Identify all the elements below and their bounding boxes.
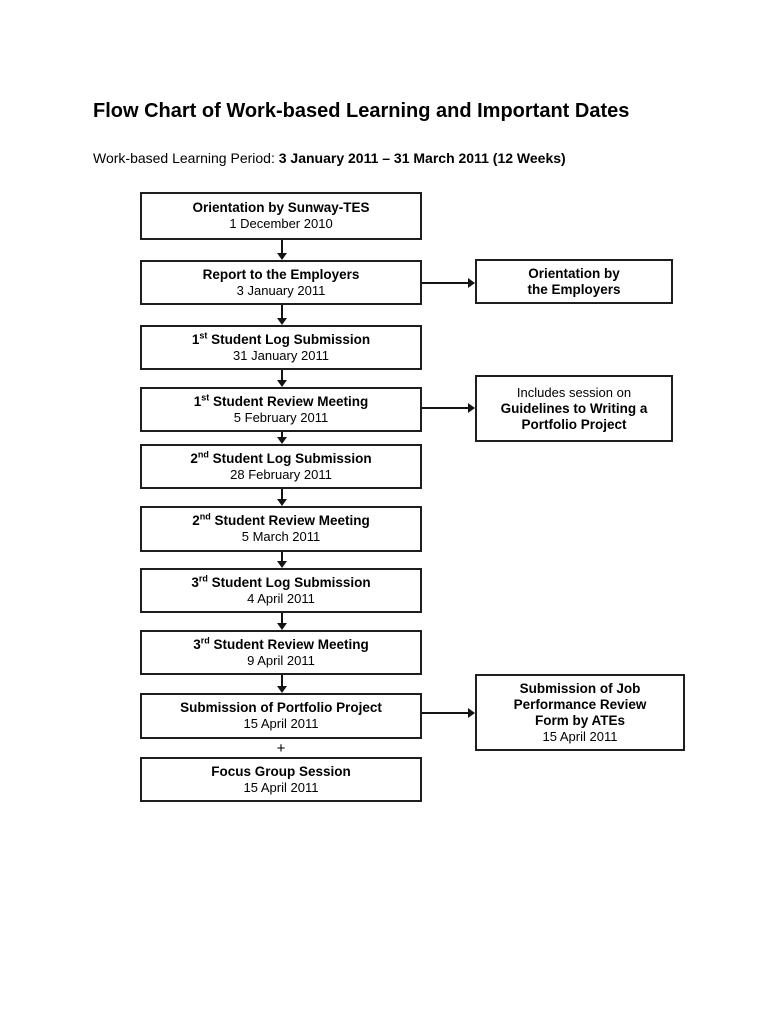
- arrow-shaft: [281, 552, 283, 561]
- arrow-shaft: [422, 282, 468, 284]
- step-title: Focus Group Session: [211, 763, 351, 779]
- side-note-date: 15 April 2011: [542, 728, 618, 744]
- side-note-line: Performance Review: [513, 696, 647, 712]
- learning-period-line: Work-based Learning Period: 3 January 20…: [93, 150, 566, 166]
- arrow-head: [277, 686, 287, 693]
- arrow-head: [468, 403, 475, 413]
- learning-period-value: 3 January 2011 – 31 March 2011 (12 Weeks…: [278, 150, 566, 166]
- arrow-head: [277, 561, 287, 568]
- step-date: 9 April 2011: [247, 652, 315, 668]
- flow-step-log-submission-2: 2nd Student Log Submission 28 February 2…: [140, 444, 422, 489]
- side-note-orientation-employers: Orientation by the Employers: [475, 259, 673, 304]
- down-arrow: [275, 305, 289, 325]
- side-note-line: Form by ATEs: [534, 712, 625, 728]
- arrow-shaft: [281, 613, 283, 623]
- down-arrow: [275, 552, 289, 568]
- arrow-head: [277, 318, 287, 325]
- step-title: 2nd Student Review Meeting: [192, 511, 370, 528]
- side-note-line: Submission of Job: [519, 680, 641, 696]
- right-arrow: [422, 401, 475, 415]
- step-title: Report to the Employers: [202, 266, 360, 282]
- arrow-head: [277, 380, 287, 387]
- side-note-line: Guidelines to Writing a: [500, 400, 648, 416]
- step-date: 31 January 2011: [233, 347, 329, 363]
- arrow-head: [277, 623, 287, 630]
- down-arrow: [275, 489, 289, 506]
- right-arrow: [422, 276, 475, 290]
- side-note-line: Orientation by: [528, 265, 620, 281]
- step-date: 15 April 2011: [243, 716, 319, 731]
- arrow-head: [468, 278, 475, 288]
- down-arrow: [275, 432, 289, 444]
- arrow-shaft: [281, 370, 283, 380]
- plus-connector: +: [276, 739, 286, 757]
- step-date: 1 December 2010: [229, 216, 333, 231]
- step-title: 1st Student Log Submission: [191, 330, 371, 347]
- page-title: Flow Chart of Work-based Learning and Im…: [93, 100, 630, 122]
- right-arrow: [422, 706, 475, 720]
- flow-step-report-to-employers: Report to the Employers 3 January 2011: [140, 260, 422, 305]
- step-date: 4 April 2011: [247, 590, 315, 606]
- arrow-shaft: [422, 407, 468, 409]
- down-arrow: [275, 613, 289, 630]
- arrow-head: [277, 499, 287, 506]
- arrow-shaft: [281, 489, 283, 499]
- side-note-job-performance-review: Submission of Job Performance Review For…: [475, 674, 685, 751]
- side-note-line: Portfolio Project: [521, 416, 627, 432]
- step-date: 5 February 2011: [233, 409, 329, 425]
- flow-step-log-submission-1: 1st Student Log Submission 31 January 20…: [140, 325, 422, 370]
- step-title: Orientation by Sunway-TES: [192, 200, 370, 215]
- flow-step-focus-group: Focus Group Session 15 April 2011: [140, 757, 422, 802]
- flow-step-review-meeting-3: 3rd Student Review Meeting 9 April 2011: [140, 630, 422, 675]
- step-title: 2nd Student Log Submission: [190, 449, 372, 466]
- arrow-head: [277, 437, 287, 444]
- flow-step-orientation-sunway-tes: Orientation by Sunway-TES 1 December 201…: [140, 192, 422, 240]
- step-title: 3rd Student Log Submission: [191, 573, 371, 590]
- arrow-head: [468, 708, 475, 718]
- side-note-line: the Employers: [527, 281, 621, 297]
- step-date: 5 March 2011: [241, 529, 321, 544]
- arrow-shaft: [281, 675, 283, 686]
- arrow-shaft: [281, 432, 283, 437]
- side-note-line: Includes session on: [516, 384, 632, 400]
- arrow-head: [277, 253, 287, 260]
- down-arrow: [275, 370, 289, 387]
- step-date: 3 January 2011: [236, 282, 326, 298]
- arrow-shaft: [281, 240, 283, 253]
- step-date: 28 February 2011: [230, 466, 332, 482]
- flow-step-review-meeting-2: 2nd Student Review Meeting 5 March 2011: [140, 506, 422, 552]
- flow-step-review-meeting-1: 1st Student Review Meeting 5 February 20…: [140, 387, 422, 432]
- arrow-shaft: [281, 305, 283, 318]
- flow-step-log-submission-3: 3rd Student Log Submission 4 April 2011: [140, 568, 422, 613]
- down-arrow: [275, 240, 289, 260]
- arrow-shaft: [422, 712, 468, 714]
- flow-step-portfolio-submission: Submission of Portfolio Project 15 April…: [140, 693, 422, 739]
- step-title: 3rd Student Review Meeting: [193, 635, 369, 652]
- learning-period-label: Work-based Learning Period:: [93, 150, 279, 166]
- step-title: Submission of Portfolio Project: [180, 700, 382, 715]
- side-note-guidelines-session: Includes session on Guidelines to Writin…: [475, 375, 673, 442]
- step-date: 15 April 2011: [243, 779, 319, 795]
- step-title: 1st Student Review Meeting: [193, 392, 369, 409]
- down-arrow: [275, 675, 289, 693]
